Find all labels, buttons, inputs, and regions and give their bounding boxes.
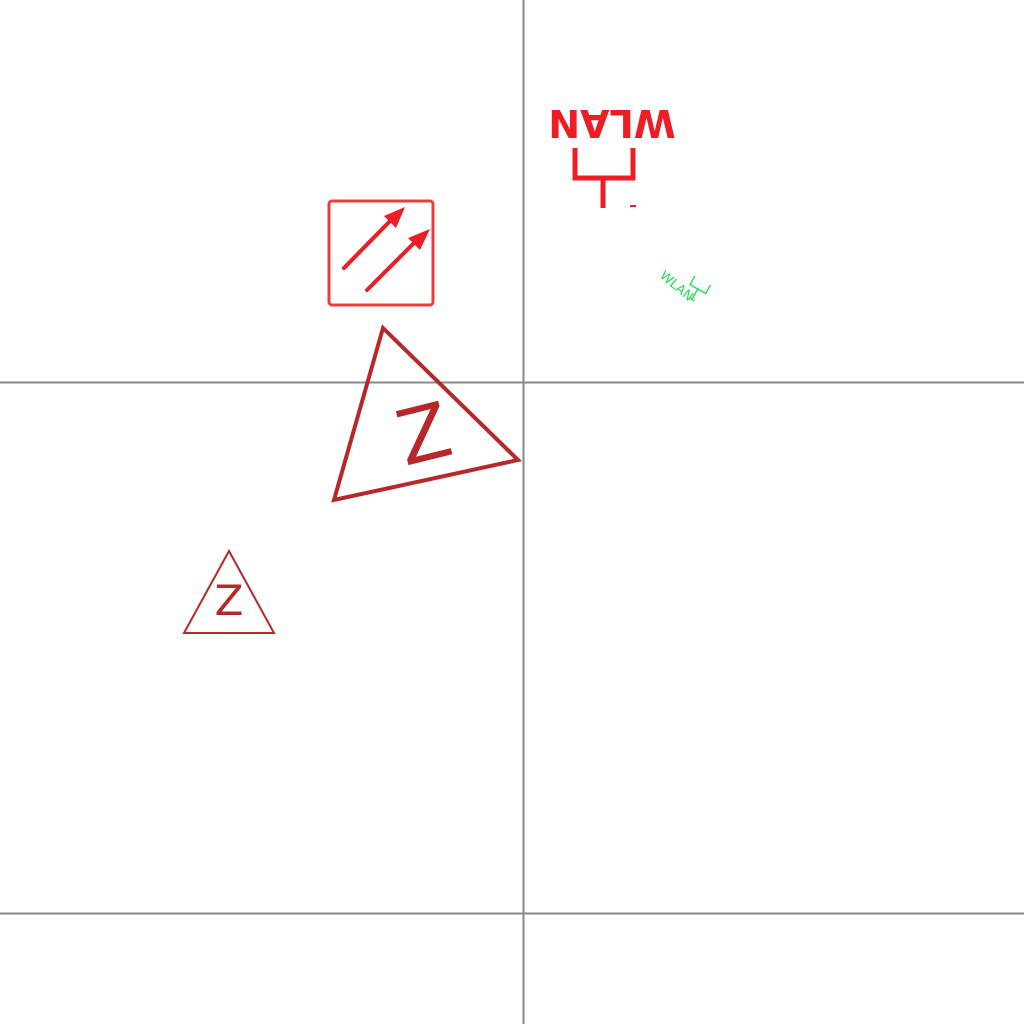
wlan-label: WLAN	[548, 101, 675, 145]
z-label: Z	[388, 385, 460, 484]
z-triangle-small[interactable]: Z	[182, 548, 276, 634]
wlan-antenna-icon	[572, 148, 636, 208]
wlan-label: WLAN	[656, 268, 696, 305]
z-label: Z	[215, 576, 244, 625]
warning-triangle-icon	[182, 548, 276, 634]
warning-triangle-icon	[331, 324, 523, 503]
double-arrow-icon	[342, 207, 430, 292]
double-arrow-frame	[327, 199, 435, 307]
double-arrow-box[interactable]	[327, 199, 435, 307]
wlan-symbol-small[interactable]: WLAN	[653, 260, 712, 310]
z-triangle-large[interactable]: Z	[331, 324, 523, 503]
wlan-symbol-large[interactable]: WLAN	[548, 101, 676, 208]
wlan-antenna-icon	[688, 275, 712, 302]
